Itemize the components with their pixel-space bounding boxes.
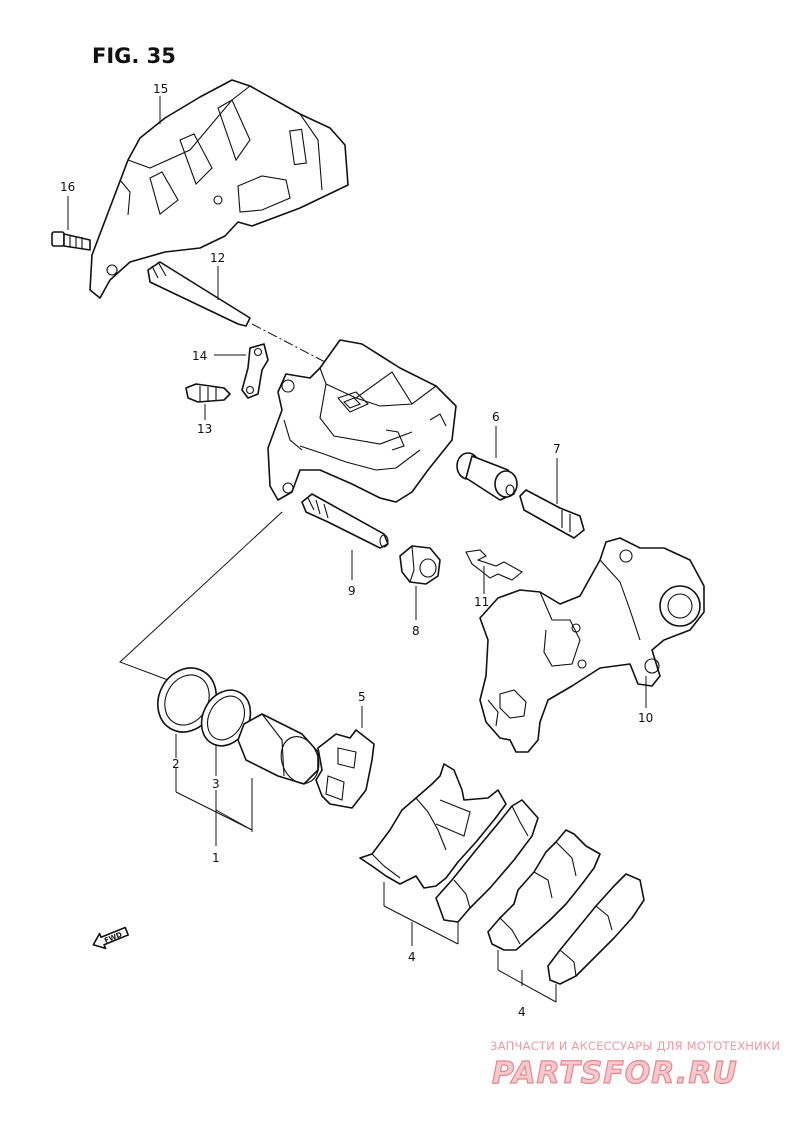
callout-14: 14: [192, 349, 207, 363]
callout-3: 3: [212, 777, 220, 791]
callout-4-b: 4: [518, 1005, 526, 1019]
part-9-slide-pin: [301, 493, 389, 549]
leader-lines: [67, 96, 647, 1003]
part-15-caliper-guard: [89, 79, 349, 299]
watermark: ЗАПЧАСТИ И АКСЕССУАРЫ ДЛЯ МОТОТЕХНИКИ PA…: [490, 1039, 780, 1092]
fwd-direction-marker: FWD: [92, 926, 129, 950]
part-7-bolt: [519, 489, 585, 539]
callout-8: 8: [412, 624, 420, 638]
callout-13: 13: [197, 422, 212, 436]
callout-10: 10: [638, 711, 653, 725]
callout-12: 12: [210, 251, 225, 265]
part-11-spring: [465, 549, 523, 581]
callout-labels: 15 16 12 14 13 6 7 9 8 11 10 5 2 3 1 4 4: [60, 82, 653, 1019]
callout-7: 7: [553, 442, 561, 456]
watermark-tagline: ЗАПЧАСТИ И АКСЕССУАРЫ ДЛЯ МОТОТЕХНИКИ: [490, 1039, 780, 1053]
part-6-sleeve: [456, 452, 518, 501]
callout-11: 11: [474, 595, 489, 609]
callout-15: 15: [153, 82, 168, 96]
part-8-boot: [399, 545, 441, 585]
part-16-bolt: [51, 231, 91, 251]
figure-title: FIG. 35: [92, 44, 176, 68]
part-10-caliper-bracket: [479, 537, 705, 753]
part-4-brake-pad-a: [359, 763, 539, 923]
part-5-shim: [315, 729, 375, 809]
part-12-pin: [147, 261, 251, 327]
part-14-cap: [241, 343, 269, 399]
callout-1: 1: [212, 851, 220, 865]
part-4-brake-pad-b: [487, 829, 645, 985]
callout-4-a: 4: [408, 950, 416, 964]
callout-2: 2: [172, 757, 180, 771]
part-13-bleeder-valve: [185, 383, 231, 403]
watermark-brand: PARTSFOR.RU: [492, 1056, 738, 1091]
part-1-piston: [237, 713, 320, 785]
callout-16: 16: [60, 180, 75, 194]
fwd-label: FWD: [103, 931, 123, 945]
callout-6: 6: [492, 410, 500, 424]
callout-5: 5: [358, 690, 366, 704]
callout-9: 9: [348, 584, 356, 598]
arrow-left-icon: [92, 926, 129, 950]
caliper-body: [267, 339, 457, 503]
